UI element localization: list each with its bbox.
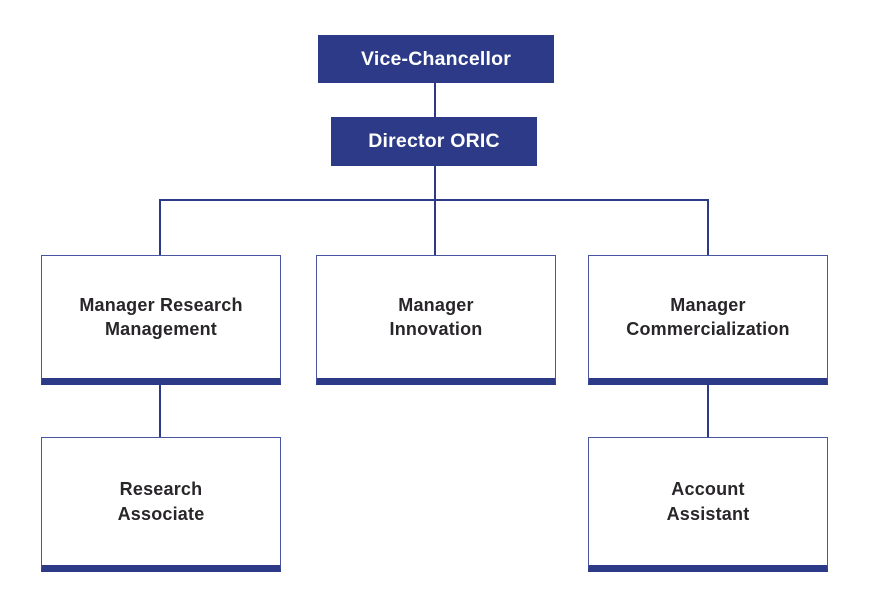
node-label: Director ORIC [368,130,500,152]
node-label: Manager Commercialization [626,294,790,339]
node-manager-innovation: Manager Innovation [316,255,556,385]
node-account-assistant: Account Assistant [588,437,828,572]
connector-bus-to-manager-commercialization [707,200,709,255]
node-label: Vice-Chancellor [360,47,512,70]
node-label: Account Assistant [666,479,750,524]
connector-director-to-bus [434,166,436,200]
connector-bus-to-manager-research [159,200,161,255]
node-label: Manager Research Management [79,294,243,339]
connector-vc-to-director [434,83,436,117]
node-vice-chancellor: Vice-Chancellor [318,35,554,83]
connector-manager-research-to-research-associate [159,385,161,437]
node-manager-commercialization: Manager Commercialization [588,255,828,385]
node-manager-research-management: Manager Research Management [41,255,281,385]
connector-manager-commercialization-to-account-assistant [707,385,709,437]
node-research-associate: Research Associate [41,437,281,572]
node-label: Manager Innovation [389,294,483,339]
node-director-oric: Director ORIC [331,117,537,166]
connector-bus-to-manager-innovation [434,200,436,255]
node-label: Research Associate [117,479,205,524]
